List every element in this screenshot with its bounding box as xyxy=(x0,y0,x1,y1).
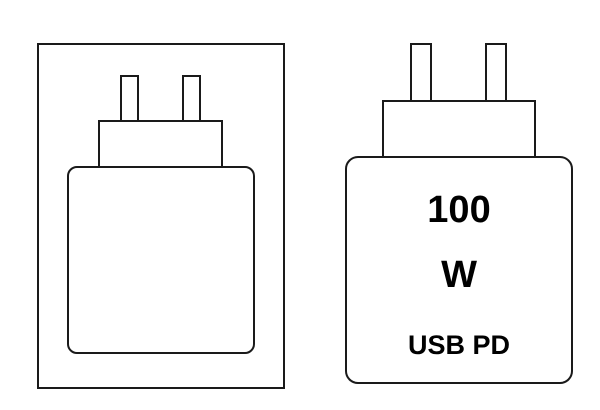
charger-left xyxy=(37,43,285,389)
charger-left-body xyxy=(67,166,255,354)
charger-left-prong-left xyxy=(120,75,139,122)
charger-left-plug-base xyxy=(98,120,223,168)
charger-right-prong-left xyxy=(410,43,432,102)
power-value-label: 100 xyxy=(427,189,490,231)
standard-label: USB PD xyxy=(408,330,510,360)
charger-right: 100 W USB PD xyxy=(345,43,573,384)
charger-right-prong-right xyxy=(485,43,507,102)
charger-left-prong-right xyxy=(182,75,201,122)
charger-right-plug-base xyxy=(382,100,536,158)
power-unit-label: W xyxy=(441,254,477,296)
charger-right-body xyxy=(345,156,573,384)
